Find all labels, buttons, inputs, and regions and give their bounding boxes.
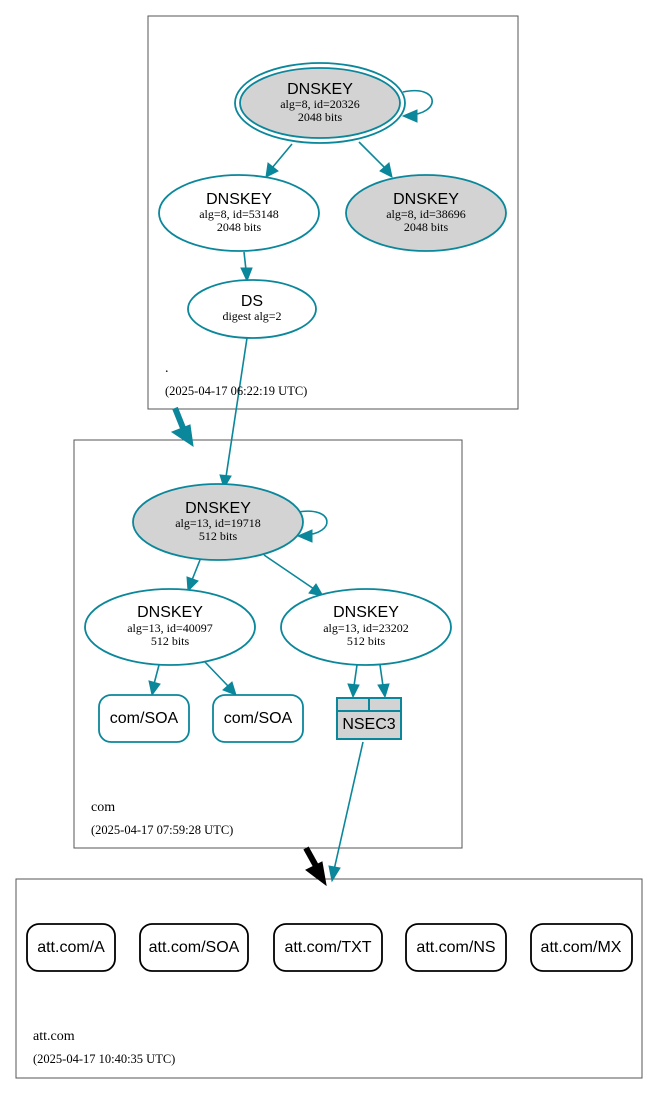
record-att-a[interactable]: att.com/A xyxy=(26,923,116,972)
edge-root-ksk-zsk1 xyxy=(271,143,293,169)
edge-nsec3-att xyxy=(333,741,364,871)
node-title: DNSKEY xyxy=(185,500,251,517)
delegation-arrow-com-att xyxy=(303,846,319,868)
node-label: NSEC3 xyxy=(342,716,395,733)
edge-com-zsk1-soa2 xyxy=(203,660,229,687)
zone-name-att: att.com xyxy=(33,1029,75,1044)
arrowhead xyxy=(379,162,393,178)
node-title: DNSKEY xyxy=(393,191,459,208)
arrowhead xyxy=(308,583,325,597)
record-att-ns[interactable]: att.com/NS xyxy=(405,923,507,972)
arrowhead xyxy=(347,683,360,699)
delegation-arrow-root-com xyxy=(172,406,186,430)
arrowhead xyxy=(186,576,199,593)
arrowhead xyxy=(296,529,313,543)
node-title: DNSKEY xyxy=(206,191,272,208)
zone-timestamp-att: (2025-04-17 10:40:35 UTC) xyxy=(33,1052,175,1066)
node-title: DNSKEY xyxy=(333,604,399,621)
node-detail: alg=8, id=53148 xyxy=(199,207,279,221)
record-att-mx[interactable]: att.com/MX xyxy=(530,923,633,972)
node-detail: alg=13, id=40097 xyxy=(127,621,213,635)
node-detail: 512 bits xyxy=(347,634,386,648)
node-com-soa-1[interactable]: com/SOA xyxy=(98,694,190,743)
record-label: att.com/NS xyxy=(416,939,495,956)
zone-timestamp-com: (2025-04-17 07:59:28 UTC) xyxy=(91,823,233,837)
record-label: att.com/A xyxy=(37,939,105,956)
arrowhead xyxy=(222,681,237,696)
edge-root-zsk1-ds xyxy=(243,251,247,271)
node-title: DS xyxy=(241,293,263,310)
edge-root-ksk-self xyxy=(402,89,433,116)
node-label: com/SOA xyxy=(110,710,179,727)
node-com-ksk[interactable]: DNSKEY alg=13, id=19718 512 bits xyxy=(132,483,304,561)
arrowhead xyxy=(328,865,341,883)
delegation-arrowhead xyxy=(170,424,194,448)
node-detail: alg=13, id=19718 xyxy=(175,516,261,530)
arrowhead xyxy=(219,474,232,490)
arrowhead xyxy=(148,680,161,697)
edge-com-zsk1-soa1 xyxy=(153,664,160,685)
zone-timestamp-root: (2025-04-17 06:22:19 UTC) xyxy=(165,384,307,398)
node-root-zsk-38696[interactable]: DNSKEY alg=8, id=38696 2048 bits xyxy=(345,174,507,252)
record-att-txt[interactable]: att.com/TXT xyxy=(273,923,383,972)
node-detail: alg=13, id=23202 xyxy=(323,621,409,635)
zone-name-root: . xyxy=(165,361,169,376)
edge-com-ksk-zsk1 xyxy=(191,559,201,581)
node-title: DNSKEY xyxy=(287,81,353,98)
edge-com-zsk2-nsec3-a xyxy=(353,664,358,687)
node-detail: 512 bits xyxy=(151,634,190,648)
node-title: DNSKEY xyxy=(137,604,203,621)
edge-com-ksk-self xyxy=(297,510,328,536)
arrowhead xyxy=(240,267,253,283)
node-detail: alg=8, id=38696 xyxy=(386,207,466,221)
record-label: att.com/SOA xyxy=(149,939,240,956)
arrowhead xyxy=(377,683,390,699)
record-label: att.com/MX xyxy=(541,939,622,956)
node-detail: 2048 bits xyxy=(217,220,262,234)
zone-name-com: com xyxy=(91,800,115,815)
zone-box-root xyxy=(147,15,519,410)
node-root-ksk[interactable]: DNSKEY alg=8, id=20326 2048 bits xyxy=(234,62,406,144)
zone-box-att xyxy=(15,878,643,1079)
node-nsec3[interactable]: NSEC3 xyxy=(336,697,402,740)
zone-box-com xyxy=(73,439,463,849)
node-detail: 512 bits xyxy=(199,529,238,543)
record-label: att.com/TXT xyxy=(284,939,371,956)
edge-ds-com-ksk xyxy=(225,337,248,478)
node-root-zsk-53148[interactable]: DNSKEY alg=8, id=53148 2048 bits xyxy=(158,174,320,252)
edge-com-zsk2-nsec3-b xyxy=(379,664,384,687)
node-com-zsk-40097[interactable]: DNSKEY alg=13, id=40097 512 bits xyxy=(84,588,256,666)
node-detail: 2048 bits xyxy=(298,110,343,124)
node-label: com/SOA xyxy=(224,710,293,727)
node-root-ds[interactable]: DS digest alg=2 xyxy=(187,279,317,339)
node-com-zsk-23202[interactable]: DNSKEY alg=13, id=23202 512 bits xyxy=(280,588,452,666)
node-com-soa-2[interactable]: com/SOA xyxy=(212,694,304,743)
arrowhead xyxy=(265,162,279,178)
edge-root-ksk-zsk2 xyxy=(358,141,386,169)
edge-com-ksk-zsk2 xyxy=(263,554,315,590)
record-att-soa[interactable]: att.com/SOA xyxy=(139,923,249,972)
arrowhead xyxy=(401,109,418,123)
delegation-arrowhead xyxy=(305,861,327,887)
node-detail: alg=8, id=20326 xyxy=(280,97,360,111)
node-detail: digest alg=2 xyxy=(222,309,281,323)
node-detail: 2048 bits xyxy=(404,220,449,234)
